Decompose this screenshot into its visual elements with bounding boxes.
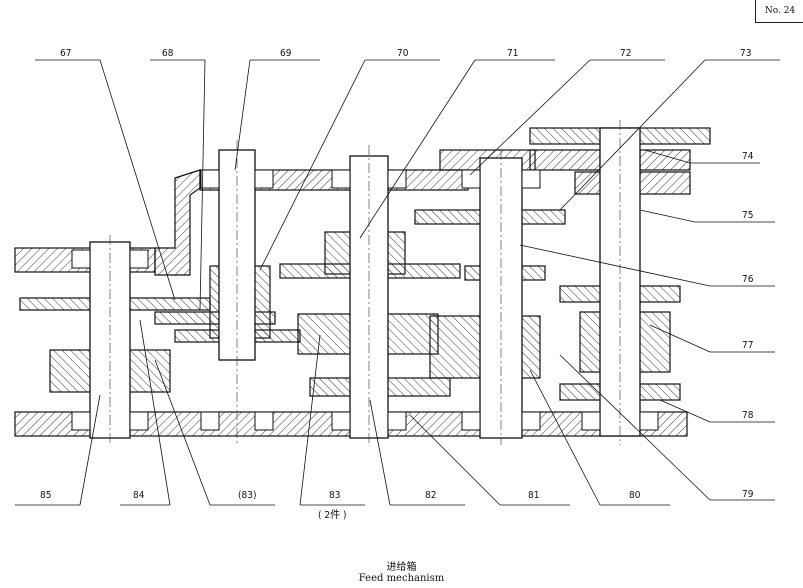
label-80: 80	[629, 490, 641, 501]
page-number: No. 24	[755, 0, 803, 23]
label-81: 81	[528, 490, 539, 501]
label-84: 84	[133, 490, 145, 501]
label-79: 79	[742, 489, 754, 500]
label-82: 82	[425, 490, 436, 501]
centerlines	[109, 120, 621, 445]
label-83-paren: (83)	[238, 490, 256, 501]
label-67: 67	[60, 48, 71, 59]
caption-english: Feed mechanism	[358, 573, 445, 584]
label-77: 77	[742, 340, 753, 351]
label-68: 68	[162, 48, 174, 59]
bearings	[71, 169, 659, 431]
caption-chinese: 进给箱	[386, 562, 417, 573]
label-73: 73	[740, 48, 751, 59]
label-76: 76	[742, 274, 754, 285]
label-71: 71	[507, 48, 518, 59]
shafts	[89, 127, 641, 439]
label-75: 75	[742, 210, 753, 221]
label-85: 85	[40, 490, 51, 501]
label-78: 78	[742, 410, 754, 421]
bottom-part-labels: 85 84 (83) 83 82 81 80 ( 2件 )	[40, 490, 641, 521]
top-part-labels: 67 68 69 70 71 72 73	[60, 48, 751, 59]
label-72: 72	[620, 48, 631, 59]
right-part-labels: 74 75 76 77 78 79	[742, 151, 754, 500]
label-70: 70	[397, 48, 409, 59]
leader-lines	[15, 59, 780, 506]
label-74: 74	[742, 151, 754, 162]
label-83: 83	[329, 490, 340, 501]
note-two-pieces: ( 2件 )	[318, 509, 346, 521]
label-69: 69	[280, 48, 292, 59]
